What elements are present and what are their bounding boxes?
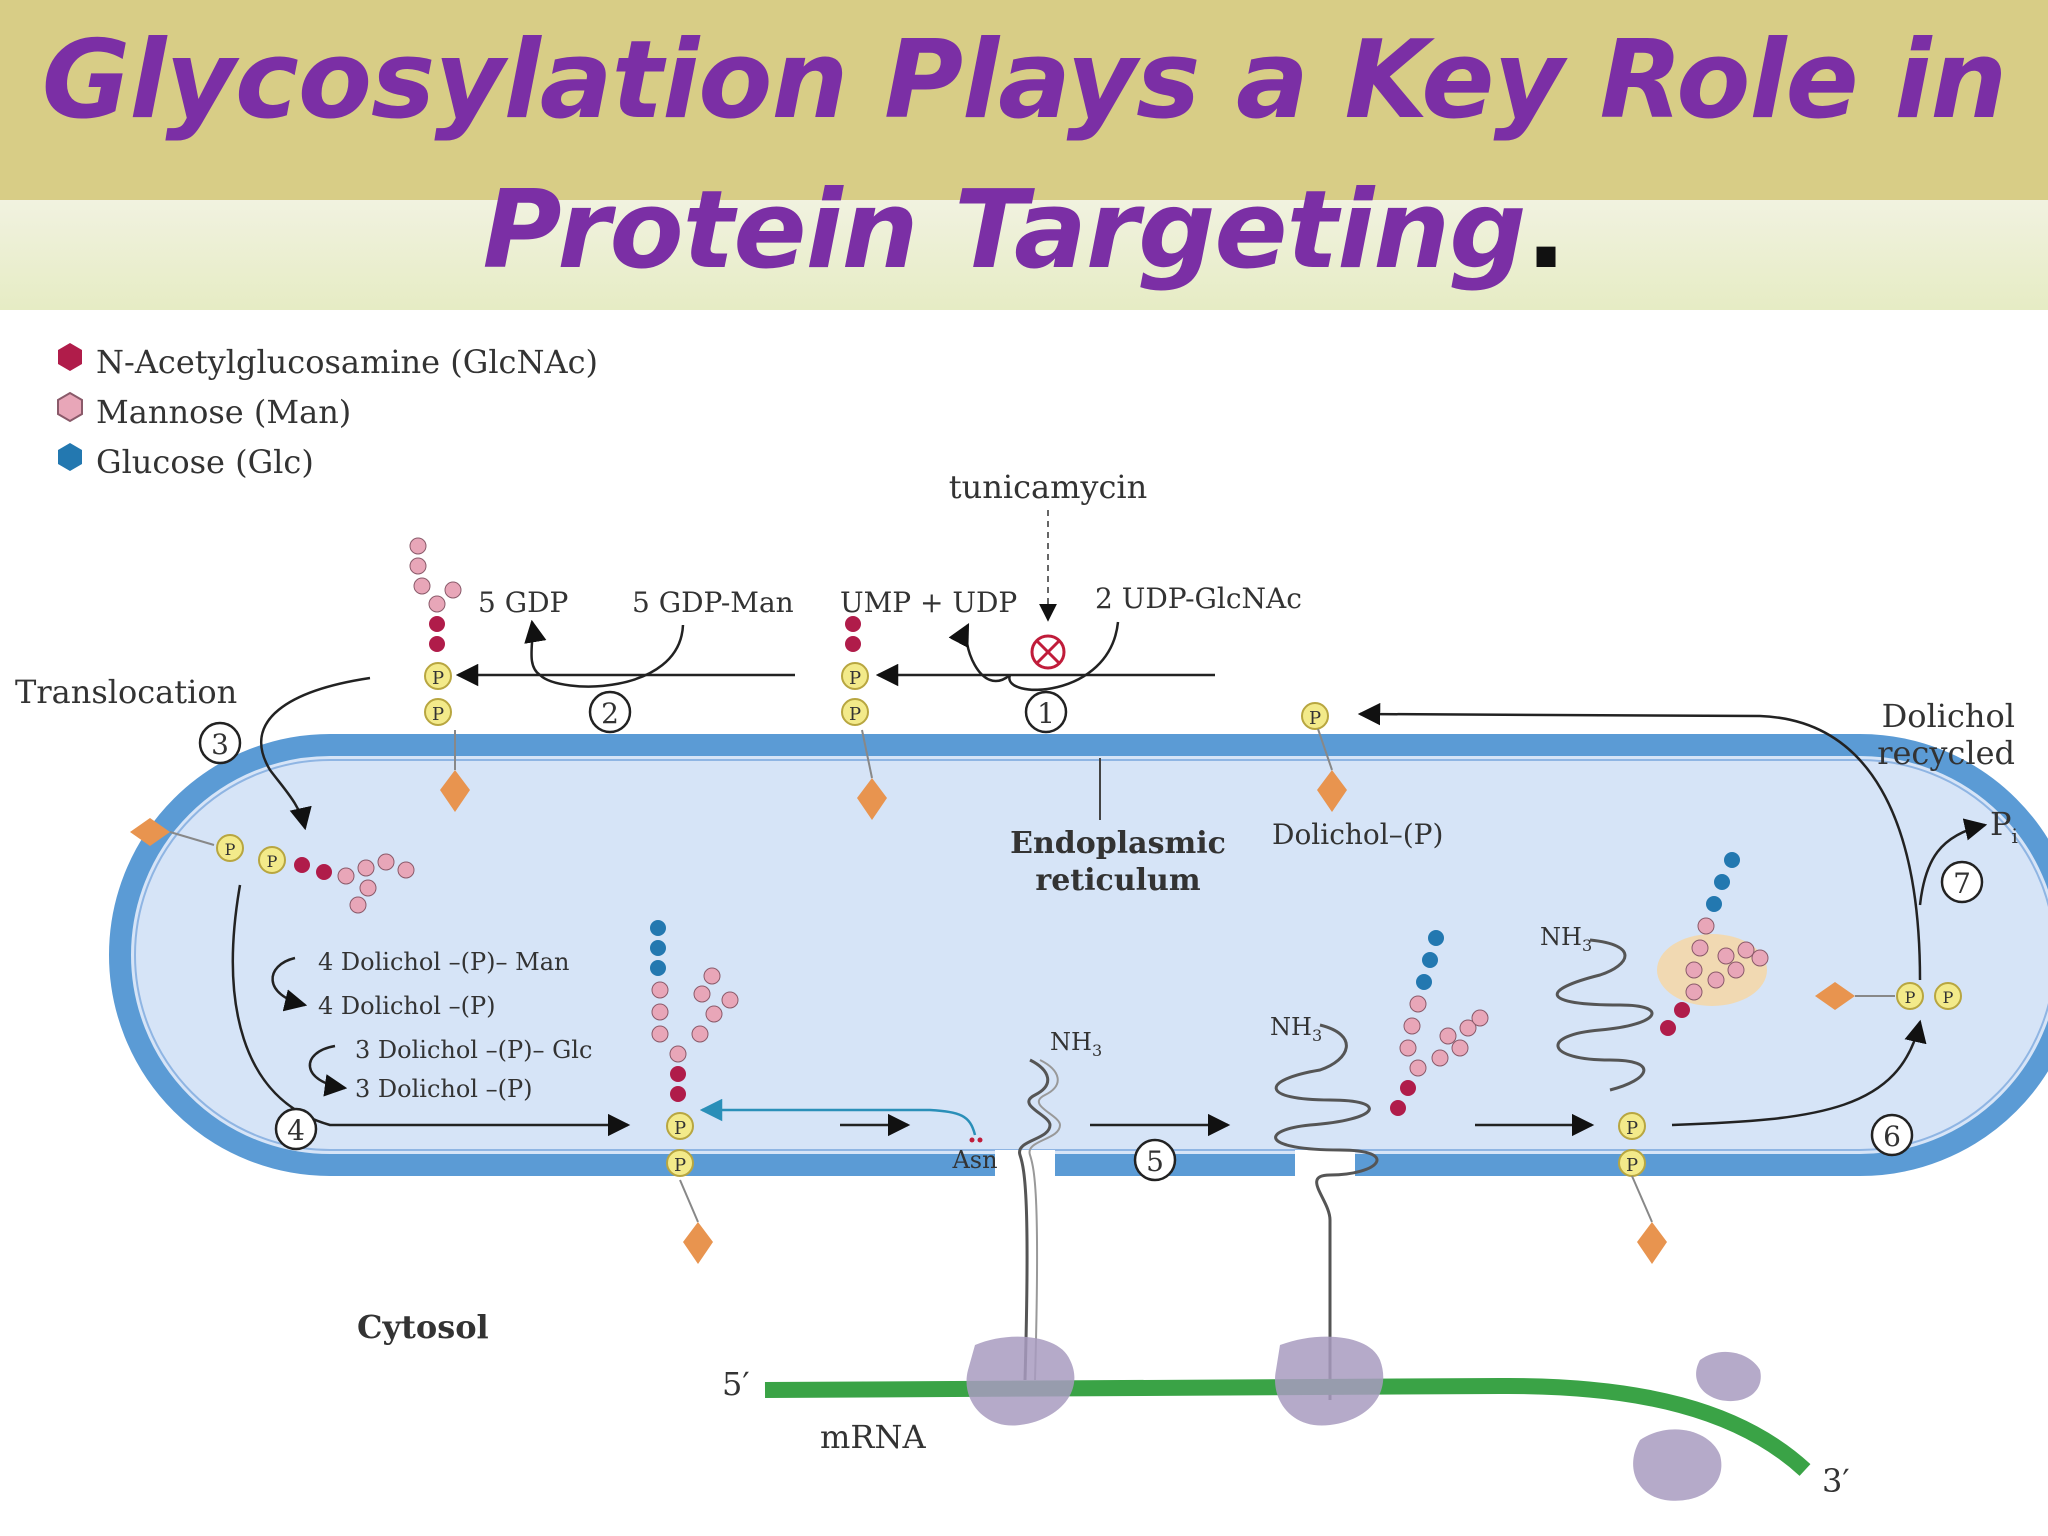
glycosylated-protein-2: NH3 [1540,852,1769,1092]
legend: N-Acetylglucosamine (GlcNAc) Mannose (Ma… [57,343,598,481]
step6-arrow [1671,1019,1927,1127]
dolichol-pp-glycan-step2: P P [409,537,470,812]
svg-text:7: 7 [1953,867,1971,900]
transfer-to-asn-arrow [699,1098,977,1136]
dolichol-recycled-label-2: recycled [1877,734,2015,772]
dolichol-recycled-label-1: Dolichol [1882,697,2015,735]
step-2-badge: 2 [588,690,632,734]
svg-text:4: 4 [287,1114,305,1147]
legend-mannose-label: Mannose (Man) [96,393,351,431]
legend-glucose-label: Glucose (Glc) [96,443,314,481]
nh3-label-3: NH3 [1540,923,1592,955]
er-membrane [109,734,2048,1182]
title-line-2-text: Protein Targeting [482,168,1526,293]
step-3-badge: 3 [198,721,242,765]
nh3-label-2: NH3 [1270,1013,1322,1045]
svg-text:3: 3 [211,728,229,761]
step-4-badge: 4 [274,1107,318,1151]
step-6-badge: 6 [1870,1113,1914,1157]
dol-man-arrow [271,956,308,1012]
svg-text:P: P [1905,988,1916,1007]
svg-text:P: P [674,1118,686,1139]
step2-curve [524,619,685,688]
glcnac-hexagon-icon [58,343,82,371]
translocation-arrow [259,676,371,831]
er-label-2: reticulum [1035,863,1200,898]
svg-text:P: P [432,704,444,725]
dolichol-pp-glycan-lumen: P P [130,818,415,914]
svg-text:6: 6 [1883,1120,1901,1153]
ribosome-subunit-small [1696,1351,1761,1402]
translocation-label: Translocation [15,673,237,711]
gdp-man-label: 5 GDP-Man [632,586,794,619]
ribosome-1 [966,1336,1075,1426]
mrna-strand [764,1377,1811,1476]
svg-text:P: P [225,840,236,859]
svg-text:P: P [1626,1118,1638,1139]
five-prime-label: 5′ [722,1365,750,1403]
ribosome-subunit-large [1633,1429,1722,1501]
title-band [0,0,2048,200]
dolichol-pp-glcnac-step1: P P [841,616,887,820]
title-line-2: Protein Targeting. [0,156,2048,306]
asn-label: Asn [951,1146,997,1174]
legend-glcnac-label: N-Acetylglucosamine (GlcNAc) [96,343,598,381]
step-1-badge: 1 [1024,690,1068,734]
svg-text:1: 1 [1037,697,1055,730]
step-7-badge: 7 [1940,860,1984,904]
dolichol-recycle-arrow [1357,702,1922,981]
title-band-lower [0,200,2048,310]
udp-glcnac-label: 2 UDP-GlcNAc [1095,582,1302,615]
ribosome-2 [1275,1336,1384,1426]
cytosol-label: Cytosol [357,1308,489,1346]
svg-text:P: P [432,668,444,689]
svg-text:P: P [1943,988,1954,1007]
mannose-hexagon-icon [57,391,83,423]
dolichol-pp-right: P P [1815,982,1962,1010]
dol-man-label-2: 4 Dolichol –(P) [318,992,495,1020]
title-end-mark: . [1525,168,1567,293]
step1-curve [966,622,1120,691]
ump-udp-label: UMP + UDP [840,586,1017,619]
svg-text:P: P [1309,708,1321,729]
glucose-hexagon-icon [58,443,82,471]
er-label-1: Endoplasmic [1010,826,1226,861]
three-prime-label: 3′ [1822,1462,1850,1500]
dol-glc-label-2: 3 Dolichol –(P) [355,1075,532,1103]
pi-label: Pi [1990,805,2018,848]
svg-text:P: P [267,852,278,871]
svg-text:P: P [1626,1155,1638,1176]
svg-text:P: P [849,704,861,725]
complete-oligosaccharide-pp-dolichol: P P [650,920,739,1264]
svg-text:P: P [849,668,861,689]
er-inner-line [134,759,2048,1151]
gdp-label: 5 GDP [478,586,568,619]
svg-text:2: 2 [601,697,619,730]
svg-text:P: P [674,1155,686,1176]
glycosylated-protein-1: NH3 [1270,930,1489,1400]
nascent-polypeptide: NH3 [1018,1028,1102,1381]
nh3-label-1: NH3 [1050,1028,1102,1060]
dol-man-label-1: 4 Dolichol –(P)– Man [318,948,569,976]
svg-text:5: 5 [1146,1145,1164,1178]
pi-release-arrow [1918,818,1988,906]
recycled-dolichol-p: P [1301,702,1347,812]
step-5-badge: 5 [1133,1138,1177,1182]
released-dolichol-pp: P P [1618,1112,1667,1264]
mrna-label: mRNA [820,1418,926,1456]
dol-glc-label-1: 3 Dolichol –(P)– Glc [355,1036,592,1064]
inhibition-icon [1030,634,1066,670]
slide-title: Glycosylation Plays a Key Role in Protei… [0,6,2048,306]
dolichol-p-label: Dolichol–(P) [1272,818,1443,851]
dol-glc-arrow [308,1044,348,1097]
tunicamycin-label: tunicamycin [949,468,1148,506]
er-outer-membrane [109,734,2048,1176]
title-line-1: Glycosylation Plays a Key Role in [41,18,2007,143]
